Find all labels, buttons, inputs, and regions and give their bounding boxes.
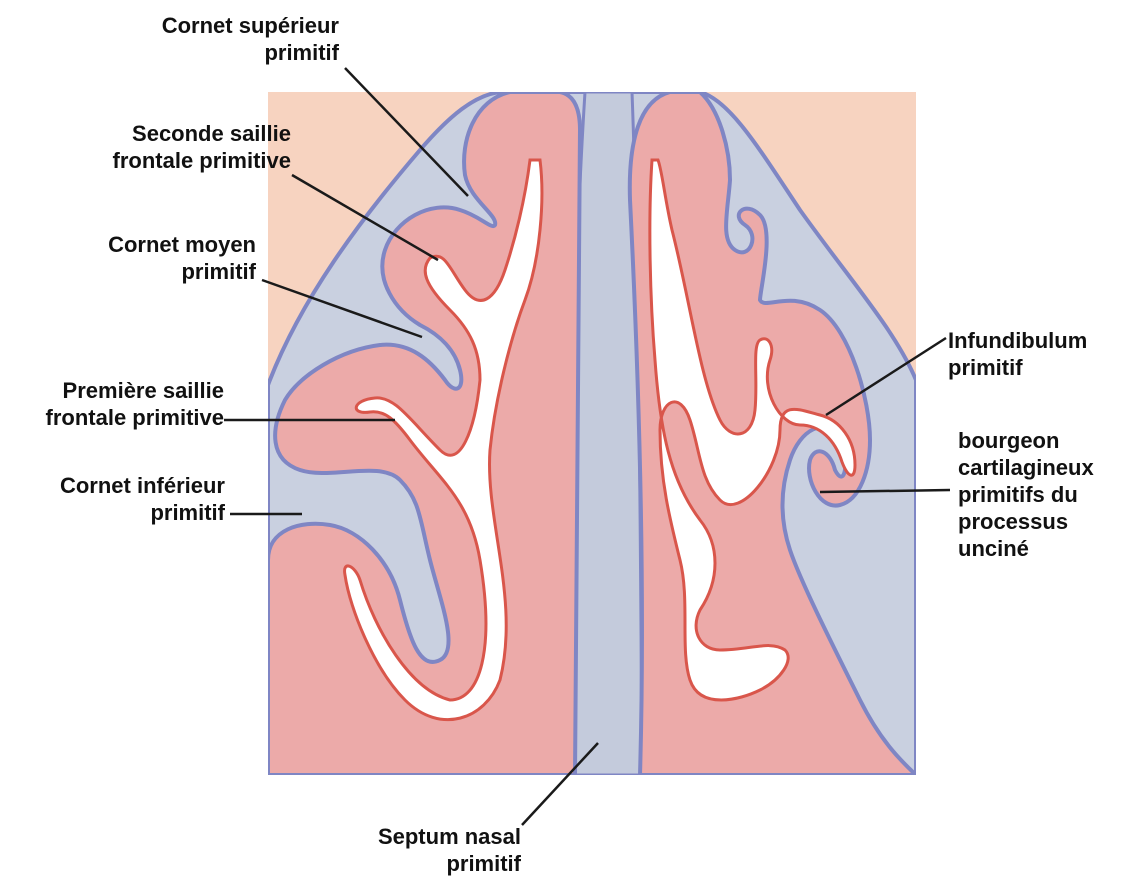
label-bourgeon-line1: bourgeon [958,427,1094,454]
label-bourgeon-line5: unciné [958,535,1094,562]
label-bourgeon-line4: processus [958,508,1094,535]
label-infundibulum: Infundibulum primitif [948,327,1087,381]
label-premiere-saillie-line2: frontale primitive [46,404,224,431]
label-cornet-superieur-line2: primitif [162,39,339,66]
label-cornet-inferieur: Cornet inférieur primitif [60,472,225,526]
label-cornet-superieur-line1: Cornet supérieur [162,12,339,39]
label-seconde-saillie-line1: Seconde saillie [113,120,291,147]
label-premiere-saillie: Première saillie frontale primitive [46,377,224,431]
label-cornet-moyen: Cornet moyen primitif [108,231,256,285]
label-premiere-saillie-line1: Première saillie [46,377,224,404]
label-septum-nasal-line1: Septum nasal [378,823,521,850]
label-cornet-inferieur-line2: primitif [60,499,225,526]
label-cornet-inferieur-line1: Cornet inférieur [60,472,225,499]
label-infundibulum-line1: Infundibulum [948,327,1087,354]
label-seconde-saillie: Seconde saillie frontale primitive [113,120,291,174]
label-seconde-saillie-line2: frontale primitive [113,147,291,174]
label-cornet-moyen-line1: Cornet moyen [108,231,256,258]
label-infundibulum-line2: primitif [948,354,1087,381]
label-bourgeon-line2: cartilagineux [958,454,1094,481]
label-bourgeon-line3: primitifs du [958,481,1094,508]
illustration-panel [268,92,916,775]
label-cornet-moyen-line2: primitif [108,258,256,285]
label-bourgeon: bourgeon cartilagineux primitifs du proc… [958,427,1094,562]
label-septum-nasal-line2: primitif [378,850,521,877]
label-septum-nasal: Septum nasal primitif [378,823,521,877]
label-cornet-superieur: Cornet supérieur primitif [162,12,339,66]
